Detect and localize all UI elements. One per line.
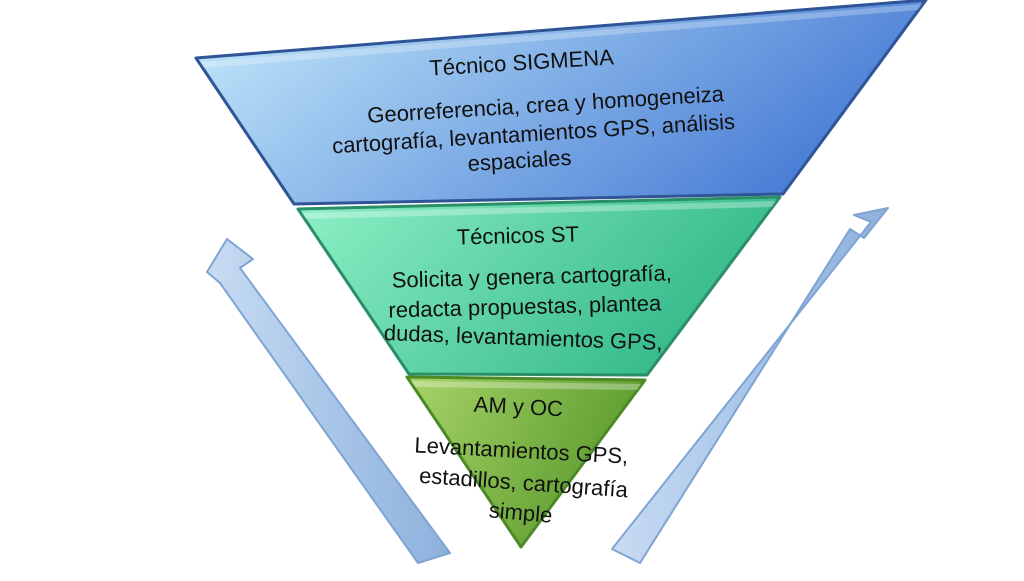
right-up-arrow xyxy=(611,207,889,564)
level-2-title: Técnicos ST xyxy=(456,221,579,249)
level-2-band xyxy=(296,195,782,377)
level-3-band xyxy=(405,375,647,549)
level-3-title: AM y OC xyxy=(473,392,564,422)
level-3-line-3: simple xyxy=(488,497,554,527)
left-up-arrow xyxy=(206,238,451,564)
level-1-band xyxy=(194,0,928,206)
